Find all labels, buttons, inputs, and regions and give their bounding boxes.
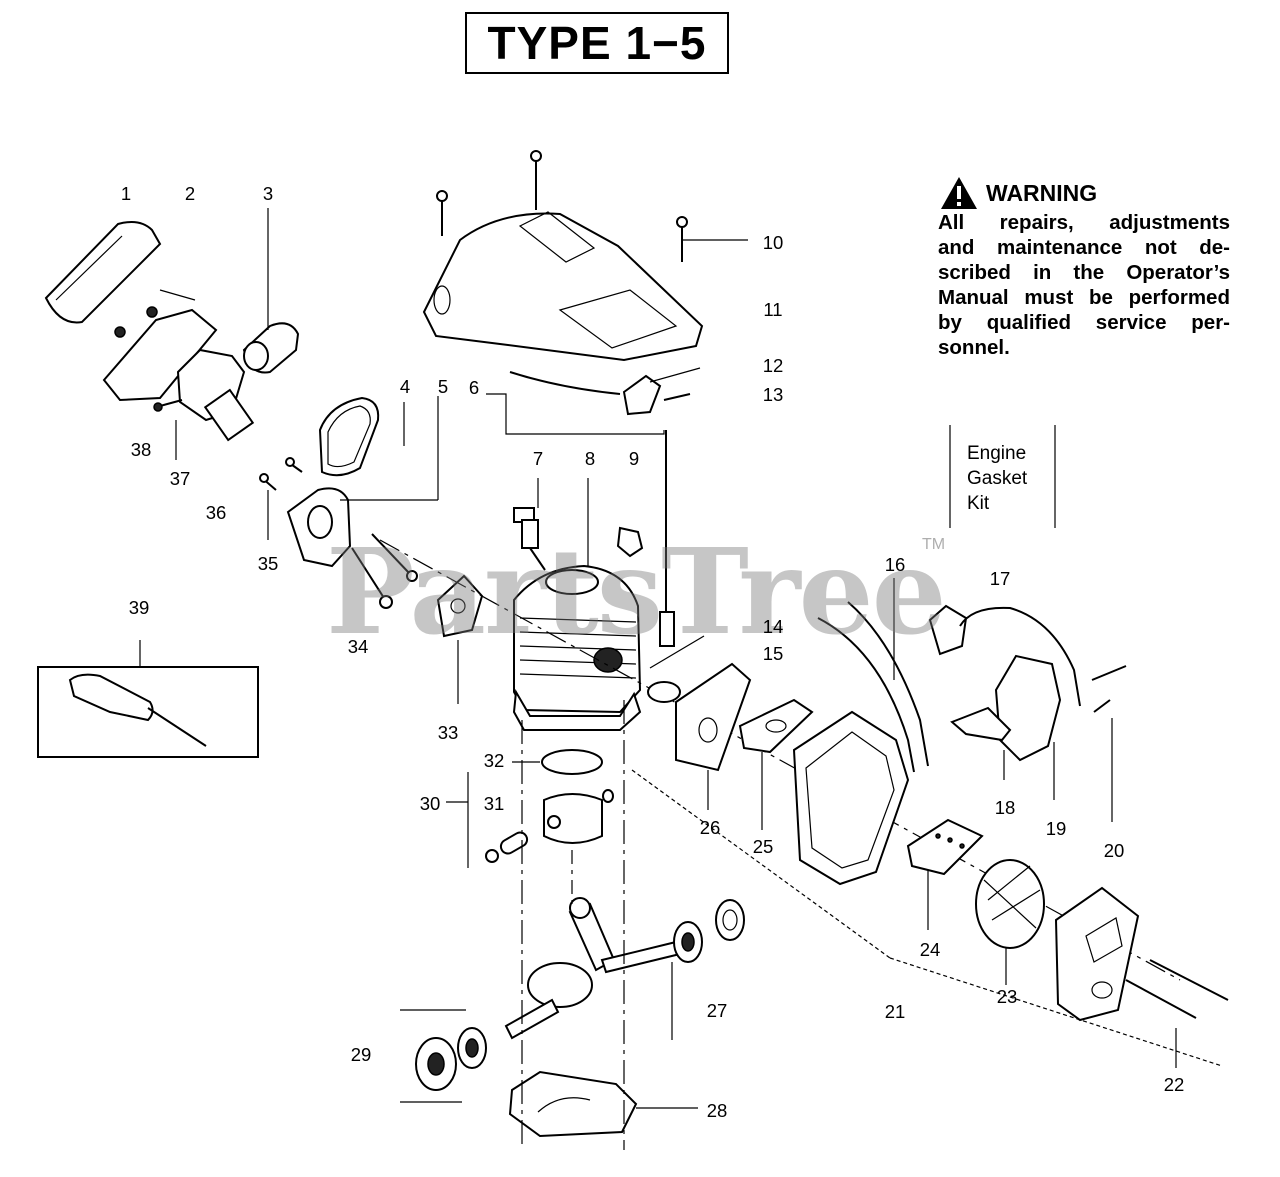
watermark: PartsTree	[326, 522, 947, 661]
callout-label: 26	[699, 817, 721, 838]
callout-label: 27	[706, 1000, 728, 1021]
spark-arrestor	[906, 818, 1045, 985]
callout-label: 37	[169, 468, 191, 489]
callout-label: 15	[762, 643, 784, 664]
rubber-boot	[318, 396, 380, 477]
carburetor-assembly	[102, 289, 255, 442]
leader-lines	[175, 402, 705, 704]
callout-label: 24	[919, 939, 941, 960]
crankcase	[508, 1070, 698, 1138]
warning-line: scribed in the Operator’s	[938, 261, 1230, 284]
callout-label: 4	[399, 376, 411, 397]
callout-label: 17	[989, 568, 1011, 589]
warning-heading: WARNING	[940, 176, 1230, 210]
callout-label: 28	[706, 1100, 728, 1121]
callout-label: 25	[752, 836, 774, 857]
callout-label: 9	[628, 448, 640, 469]
ignition-wires	[817, 578, 929, 773]
callout-label: 32	[483, 750, 505, 771]
intake-manifold	[259, 396, 439, 609]
intake-gasket	[436, 574, 484, 638]
callout-label: 34	[347, 636, 369, 657]
warning-triangle-icon	[941, 177, 977, 209]
impulse-hose	[486, 371, 665, 435]
callout-label: 31	[483, 793, 505, 814]
warning-line: sonnel.	[938, 336, 1010, 359]
intake-elbow	[242, 208, 300, 374]
callout-label: 23	[996, 986, 1018, 1007]
piston-assembly	[446, 749, 614, 868]
ignition-module	[928, 604, 1127, 822]
callout-label: 30	[419, 793, 441, 814]
muffler	[631, 710, 1223, 1067]
callout-label: 1	[120, 183, 132, 204]
callout-label: 5	[437, 376, 449, 397]
warning-notice: WARNING All repairs, adjustments and mai…	[938, 176, 1230, 360]
crankshaft	[504, 897, 682, 1040]
callout-label: 35	[257, 553, 279, 574]
callout-label: 14	[762, 616, 784, 637]
callout-label: 8	[584, 448, 596, 469]
callout-label: 7	[532, 448, 544, 469]
tool-box	[37, 640, 259, 758]
decompression-valve	[622, 367, 701, 416]
assembly-axis	[379, 539, 1181, 1150]
callout-label: 2	[184, 183, 196, 204]
callout-label: 21	[884, 1001, 906, 1022]
warning-heading-text: WARNING	[986, 179, 1098, 206]
callout-label: 3	[262, 183, 274, 204]
cylinder	[512, 526, 644, 731]
callout-label: 19	[1045, 818, 1067, 839]
callout-label: 29	[350, 1044, 372, 1065]
callout-label: 6	[468, 377, 480, 398]
bearings	[400, 899, 745, 1103]
kit-label-line: Gasket	[967, 468, 1028, 489]
watermark-trademark: TM	[922, 536, 946, 553]
spark-plug-lead	[659, 430, 675, 647]
callout-label: 20	[1103, 840, 1125, 861]
kit-bracket	[949, 425, 1056, 528]
callout-label: 10	[762, 232, 784, 253]
callout-label: 18	[994, 797, 1016, 818]
callout-label: 22	[1163, 1074, 1185, 1095]
kit-label-line: Engine	[967, 443, 1027, 464]
callout-label: 36	[205, 502, 227, 523]
callout-label: 33	[437, 722, 459, 743]
engine-gasket-kit-label: Engine Gasket Kit	[967, 441, 1027, 516]
kit-label-line: Kit	[967, 493, 990, 514]
muffler-cover	[1054, 886, 1229, 1068]
warning-line: by qualified service per-	[938, 311, 1230, 334]
callout-label: 38	[130, 439, 152, 460]
warning-line: All repairs, adjustments	[938, 211, 1230, 234]
warning-line: and maintenance not de-	[938, 236, 1230, 259]
callout-label: 12	[762, 355, 784, 376]
callout-label: 16	[884, 554, 906, 575]
warning-line: Manual must be performed	[938, 286, 1230, 309]
diagram-title: TYPE 1−5	[465, 12, 729, 74]
cylinder-cover	[422, 150, 748, 362]
callout-label: 11	[763, 299, 783, 320]
spark-plug	[513, 507, 546, 571]
muffler-gaskets	[647, 662, 814, 830]
air-filter-cover	[44, 221, 162, 324]
callout-label: 39	[128, 597, 150, 618]
callout-label: 13	[762, 384, 784, 405]
